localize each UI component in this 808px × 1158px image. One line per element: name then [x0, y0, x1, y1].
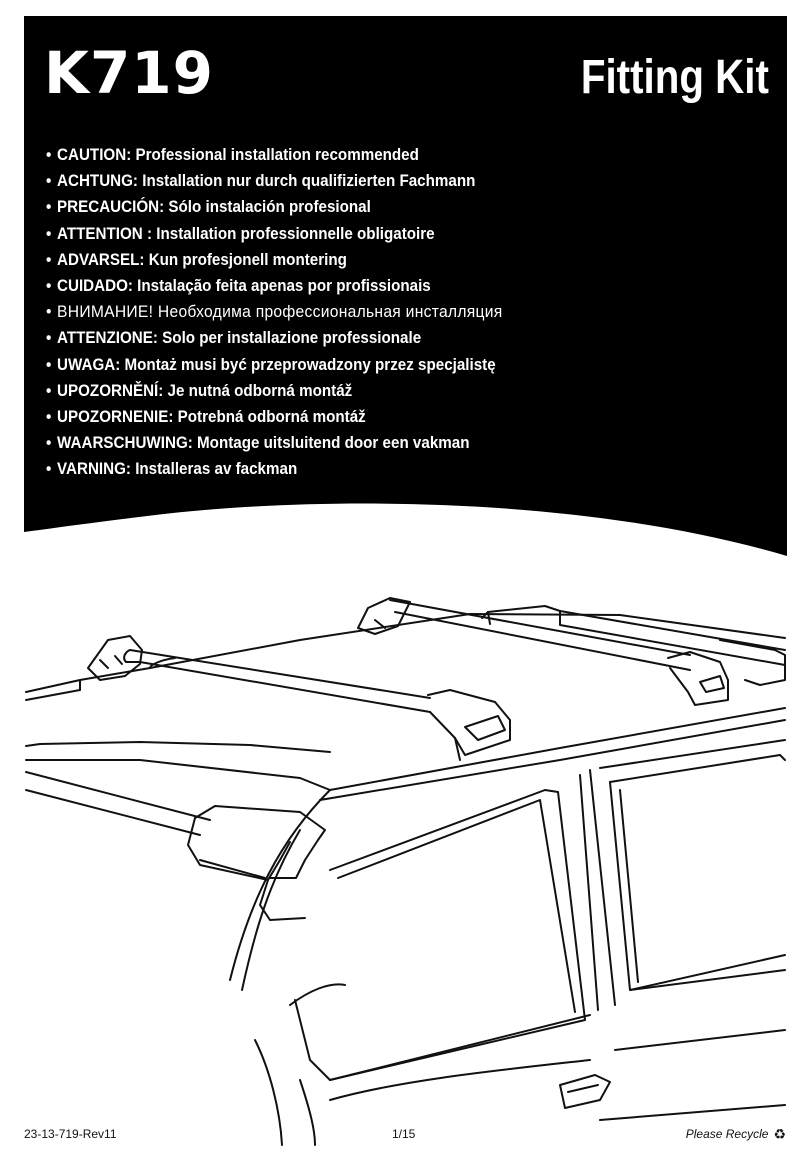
recycle-icon: ♻ [773, 1126, 786, 1142]
warning-item-attention: •ATTENTION : Installation professionnell… [46, 224, 435, 243]
document-code: 23-13-719-Rev11 [24, 1127, 117, 1141]
warning-item-vnimanie: •ВНИМАНИЕ! Необходима профессиональная и… [46, 302, 503, 322]
warning-item-upozorneni: •UPOZORNĚNÍ: Je nutná odborná montáž [46, 381, 353, 400]
warning-item-advarsel: •ADVARSEL: Kun profesjonell montering [46, 250, 347, 269]
recycle-notice: Please Recycle ♻ [686, 1127, 786, 1141]
warning-item-caution: •CAUTION: Professional installation reco… [46, 146, 419, 164]
recycle-text: Please Recycle [685, 1127, 769, 1141]
warning-item-achtung: •ACHTUNG: Installation nur durch qualifi… [46, 172, 476, 191]
page-number: 1/15 [392, 1127, 416, 1141]
header-panel: K719 Fitting Kit •CAUTION: Professional … [24, 16, 787, 581]
warning-item-waarschuwing: •WAARSCHUWING: Montage uitsluitend door … [46, 434, 470, 453]
warning-item-uwaga: •UWAGA: Montaż musi być przeprowadzony p… [46, 355, 496, 374]
warning-item-precaucion: •PRECAUCIÓN: Sólo instalación profesiona… [46, 198, 371, 217]
header-background [24, 16, 787, 556]
warning-item-varning: •VARNING: Installeras av fackman [46, 460, 298, 479]
warning-item-attenzione: •ATTENZIONE: Solo per installazione prof… [46, 329, 422, 348]
warning-item-cuidado: •CUIDADO: Instalação feita apenas por pr… [46, 276, 431, 295]
product-code: K719 [44, 39, 215, 107]
warning-item-upozornenie: •UPOZORNENIE: Potrebná odborná montáž [46, 407, 366, 426]
warning-list: •CAUTION: Professional installation reco… [46, 142, 542, 482]
kit-title: Fitting Kit [580, 51, 769, 104]
